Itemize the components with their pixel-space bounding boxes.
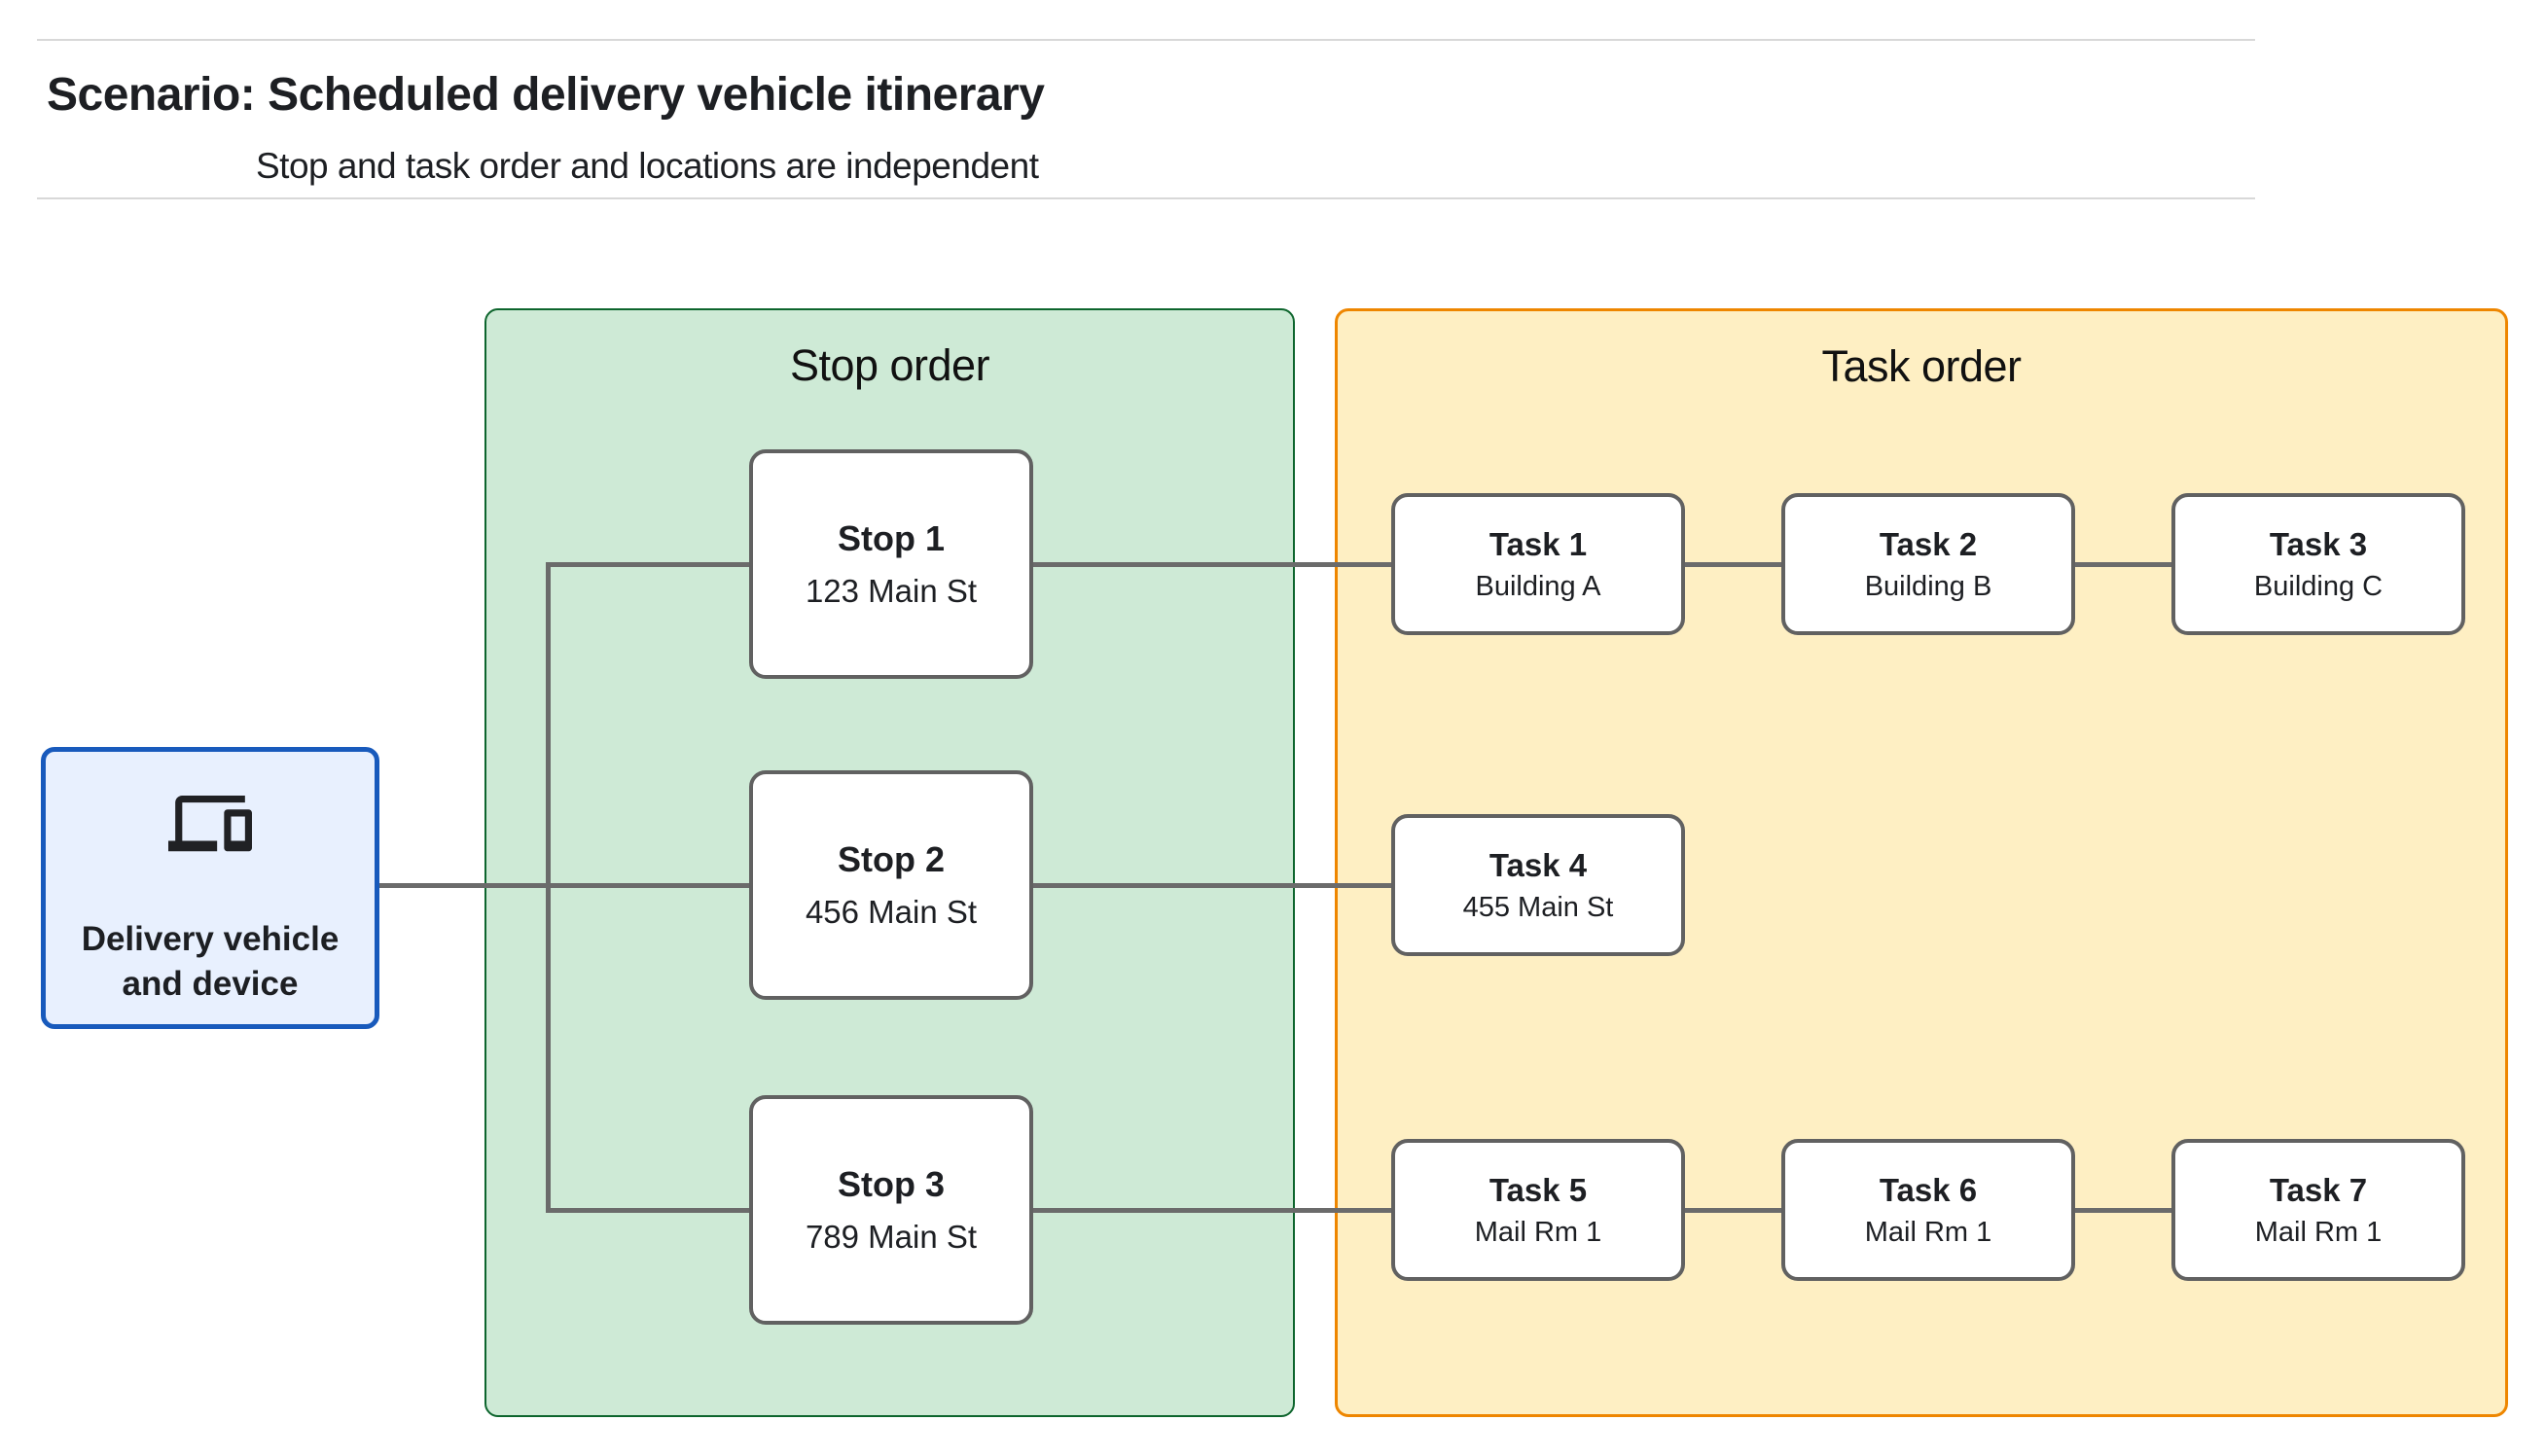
task-2-name: Task 2	[1879, 525, 1978, 562]
task-2-location: Building B	[1864, 570, 1992, 602]
task-1-node: Task 1 Building A	[1391, 493, 1685, 635]
connector-task1-task2	[1685, 562, 1781, 567]
connector-task2-task3	[2075, 562, 2171, 567]
task-order-title: Task order	[1821, 341, 2022, 391]
stop-1-node: Stop 1 123 Main St	[749, 449, 1033, 679]
task-3-location: Building C	[2253, 570, 2384, 602]
task-1-name: Task 1	[1488, 525, 1588, 562]
task-3-name: Task 3	[2269, 525, 2368, 562]
task-5-name: Task 5	[1488, 1171, 1588, 1208]
delivery-vehicle-label: Delivery vehicle and device	[81, 920, 340, 1004]
stop-3-location: 789 Main St	[805, 1219, 978, 1255]
task-5-node: Task 5 Mail Rm 1	[1391, 1139, 1685, 1281]
stop-1-location: 123 Main St	[805, 573, 978, 609]
stop-2-name: Stop 2	[837, 839, 945, 879]
connector-trunk-stop3	[548, 1208, 749, 1213]
task-3-node: Task 3 Building C	[2171, 493, 2465, 635]
task-4-node: Task 4 455 Main St	[1391, 814, 1685, 956]
devices-icon	[168, 795, 252, 852]
stop-2-node: Stop 2 456 Main St	[749, 770, 1033, 1000]
connector-task6-task7	[2075, 1208, 2171, 1213]
connector-stop1-task1	[1033, 562, 1391, 567]
task-7-name: Task 7	[2269, 1171, 2368, 1208]
top-divider	[37, 39, 2255, 41]
header-divider	[37, 197, 2255, 199]
delivery-vehicle-node: Delivery vehicle and device	[41, 747, 379, 1029]
stop-order-title: Stop order	[789, 340, 990, 390]
connector-task5-task6	[1685, 1208, 1781, 1213]
stop-2-location: 456 Main St	[805, 894, 978, 930]
page-title: Scenario: Scheduled delivery vehicle iti…	[47, 69, 1045, 121]
task-5-location: Mail Rm 1	[1474, 1216, 1602, 1248]
task-2-node: Task 2 Building B	[1781, 493, 2075, 635]
task-6-name: Task 6	[1879, 1171, 1978, 1208]
connector-stop3-task5	[1033, 1208, 1391, 1213]
task-7-node: Task 7 Mail Rm 1	[2171, 1139, 2465, 1281]
stop-3-name: Stop 3	[837, 1164, 945, 1204]
connector-trunk	[546, 562, 551, 1213]
stop-3-node: Stop 3 789 Main St	[749, 1095, 1033, 1325]
task-6-location: Mail Rm 1	[1864, 1216, 1992, 1248]
connector-trunk-stop1	[548, 562, 749, 567]
connector-device-trunk	[379, 883, 749, 888]
task-6-node: Task 6 Mail Rm 1	[1781, 1139, 2075, 1281]
task-4-name: Task 4	[1488, 846, 1588, 883]
task-1-location: Building A	[1475, 570, 1601, 602]
page-subtitle: Stop and task order and locations are in…	[256, 146, 1039, 186]
task-4-location: 455 Main St	[1462, 891, 1614, 923]
stop-1-name: Stop 1	[837, 518, 945, 558]
task-7-location: Mail Rm 1	[2254, 1216, 2383, 1248]
connector-stop2-task4	[1033, 883, 1391, 888]
